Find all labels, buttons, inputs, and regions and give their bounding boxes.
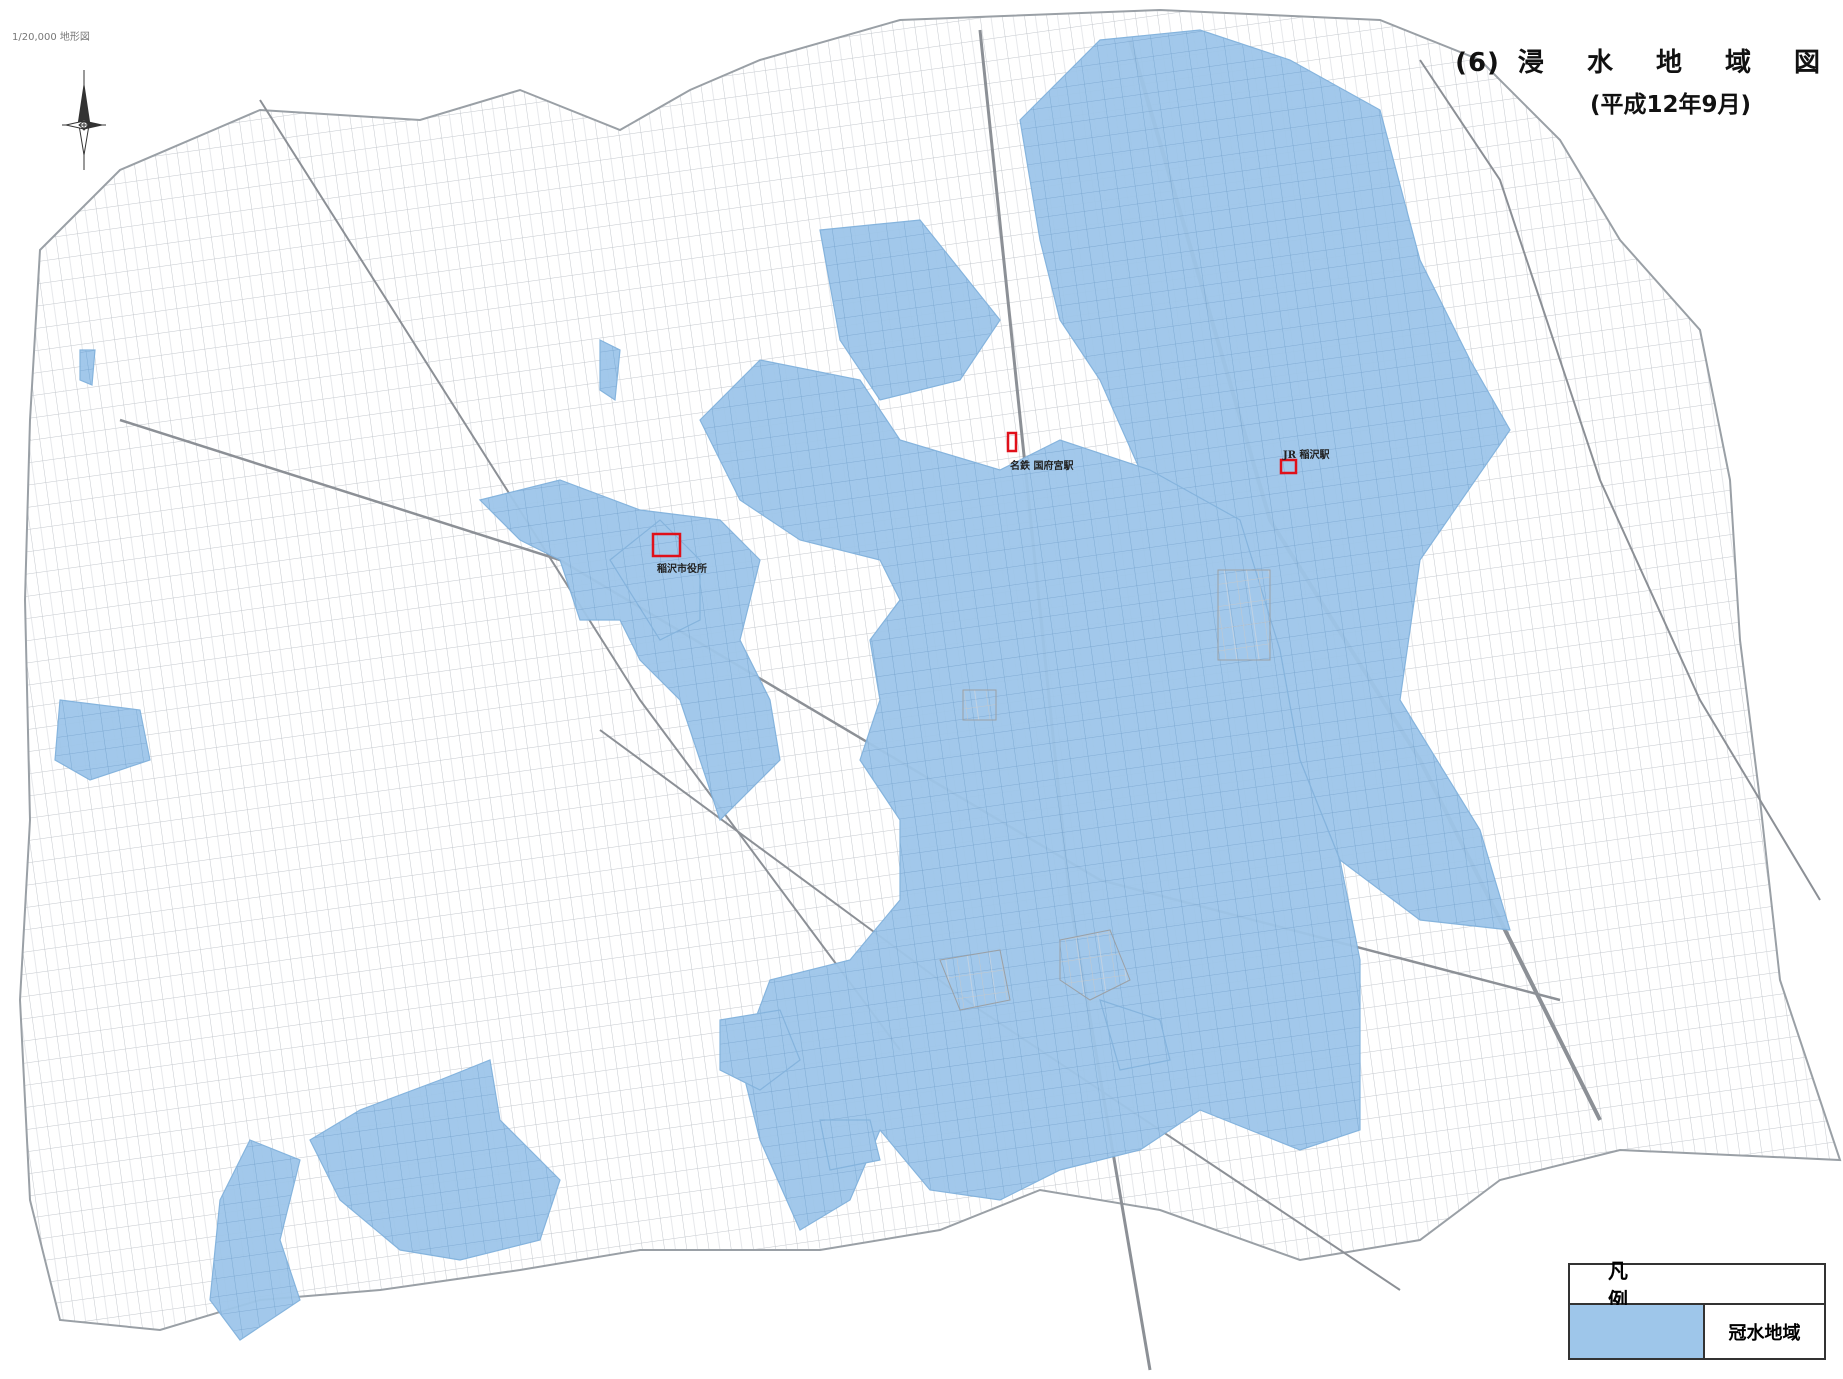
legend-entry: 冠水地域 <box>1570 1305 1824 1358</box>
title-char: 浸 <box>1517 48 1545 78</box>
legend-label: 冠水地域 <box>1728 1322 1801 1344</box>
dry-pockets <box>939 569 1271 1011</box>
map-subtitle: (平成12年9月) <box>1589 92 1751 118</box>
landmark-markers <box>651 431 1298 558</box>
legend: 凡 例 冠水地域 <box>1568 1259 1826 1360</box>
inazawa-station-label: JR 稲沢駅 <box>1283 450 1330 461</box>
scale-label: 1/20,000 地形図 <box>12 32 90 43</box>
flood-areas <box>54 29 1511 1341</box>
title-char: 地 <box>1655 48 1683 78</box>
kounomiya-station-marker <box>1006 431 1018 453</box>
title-char: 水 <box>1586 48 1614 78</box>
kounomiya-station-label: 名鉄 国府宮駅 <box>1010 461 1074 472</box>
inazawa-station-marker <box>1279 458 1298 475</box>
title-number: (6) <box>1455 48 1500 78</box>
city-hall-marker <box>651 532 682 558</box>
map-title: (6) 浸 水 地 域 図 <box>1455 42 1821 79</box>
legend-swatch <box>1570 1305 1705 1358</box>
compass-north-icon <box>62 70 106 170</box>
city-hall-label: 稲沢市役所 <box>657 564 707 575</box>
title-char: 域 <box>1724 48 1752 78</box>
map-title-block: (6) 浸 水 地 域 図 (平成12年9月) <box>1455 42 1821 119</box>
title-char: 図 <box>1793 48 1821 78</box>
legend-heading: 凡 例 <box>1570 1259 1824 1312</box>
